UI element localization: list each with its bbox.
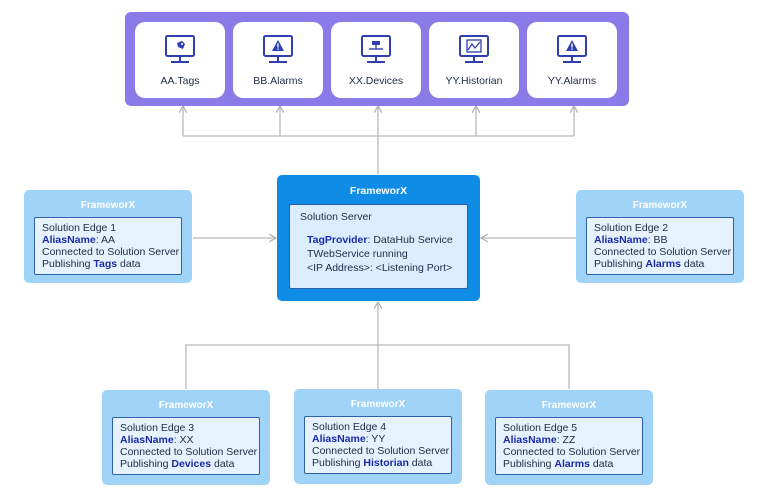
destination-label: XX.Devices	[348, 75, 404, 87]
alias-key: AliasName	[312, 433, 366, 445]
edge-alias: AliasName: ZZ	[503, 434, 635, 446]
tag-monitor-icon	[165, 35, 195, 63]
alias-value: : XX	[173, 434, 194, 446]
edge-details: Solution Edge 1 AliasName: AA Connected …	[34, 217, 182, 275]
edge-publishing: Publishing Historian data	[312, 457, 444, 469]
publishing-prefix: Publishing	[312, 457, 364, 469]
solution-edge-4-box: FrameworX Solution Edge 4 AliasName: YY …	[294, 389, 462, 484]
alias-value: : ZZ	[556, 434, 576, 446]
historian-monitor-icon	[459, 35, 489, 63]
publishing-suffix: data	[589, 458, 614, 470]
edge-name: Solution Edge 4	[312, 421, 387, 433]
alias-key: AliasName	[42, 234, 96, 246]
alias-value: : BB	[647, 234, 668, 246]
edge-title: FrameworX	[350, 399, 406, 410]
alias-key: AliasName	[503, 434, 557, 446]
edge-details: Solution Edge 3 AliasName: XX Connected …	[112, 417, 260, 475]
edge-name: Solution Edge 1	[42, 222, 117, 234]
destination-label: BB.Alarms	[253, 75, 303, 87]
server-service: TWebService running	[307, 248, 408, 260]
publishing-suffix: data	[680, 258, 705, 270]
edge-title: FrameworX	[541, 400, 597, 411]
publishing-prefix: Publishing	[120, 458, 172, 470]
edge-name: Solution Edge 5	[503, 422, 578, 434]
destination-aa-tags: AA.Tags	[135, 22, 225, 98]
alias-key: AliasName	[120, 434, 174, 446]
destination-label: YY.Historian	[445, 75, 503, 87]
publishing-topic: Historian	[363, 457, 409, 469]
edge-publishing: Publishing Tags data	[42, 258, 174, 270]
publishing-suffix: data	[408, 457, 433, 469]
edge-alias: AliasName: BB	[594, 234, 726, 246]
publishing-topic: Alarms	[554, 458, 590, 470]
publishing-topic: Alarms	[645, 258, 681, 270]
server-name: Solution Server	[300, 211, 372, 223]
solution-edge-2-box: FrameworX Solution Edge 2 AliasName: BB …	[576, 190, 744, 283]
edge-title: FrameworX	[632, 200, 688, 211]
provider-key: TagProvider	[307, 234, 368, 246]
provider-value: : DataHub Service	[367, 234, 453, 246]
edge-publishing: Publishing Alarms data	[503, 458, 635, 470]
edge-publishing: Publishing Devices data	[120, 458, 252, 470]
alias-value: : YY	[365, 433, 386, 445]
edge-connection: Connected to Solution Server	[312, 445, 450, 457]
edge-details: Solution Edge 2 AliasName: BB Connected …	[586, 217, 734, 275]
solution-server-box: FrameworX Solution Server TagProvider: D…	[277, 175, 480, 301]
publishing-prefix: Publishing	[594, 258, 646, 270]
alarm-monitor-icon	[557, 35, 587, 63]
destination-label: AA.Tags	[160, 75, 200, 87]
destination-yy-alarms: YY.Alarms	[527, 22, 617, 98]
solution-edge-1-box: FrameworX Solution Edge 1 AliasName: AA …	[24, 190, 192, 283]
server-provider: TagProvider: DataHub Service	[307, 233, 457, 247]
publishing-suffix: data	[211, 458, 235, 470]
edge-details: Solution Edge 5 AliasName: ZZ Connected …	[495, 417, 643, 475]
destination-label: YY.Alarms	[547, 75, 597, 87]
publishing-topic: Tags	[93, 258, 118, 270]
publishing-prefix: Publishing	[42, 258, 94, 270]
edge-alias: AliasName: AA	[42, 234, 174, 246]
edge-alias: AliasName: XX	[120, 434, 252, 446]
alias-key: AliasName	[594, 234, 648, 246]
edge-connection: Connected to Solution Server	[42, 246, 180, 258]
solution-edge-5-box: FrameworX Solution Edge 5 AliasName: ZZ …	[485, 390, 653, 485]
destination-xx-devices: XX.Devices	[331, 22, 421, 98]
edge-connection: Connected to Solution Server	[594, 246, 732, 258]
destination-bb-alarms: BB.Alarms	[233, 22, 323, 98]
devices-monitor-icon	[361, 35, 391, 63]
alias-value: : AA	[95, 234, 115, 246]
edge-title: FrameworX	[80, 200, 136, 211]
edge-details: Solution Edge 4 AliasName: YY Connected …	[304, 416, 452, 474]
publishing-suffix: data	[117, 258, 141, 270]
server-details: Solution Server TagProvider: DataHub Ser…	[289, 204, 468, 289]
edge-name: Solution Edge 2	[594, 222, 669, 234]
alarm-monitor-icon	[263, 35, 293, 63]
edge-name: Solution Edge 3	[120, 422, 195, 434]
publishing-prefix: Publishing	[503, 458, 555, 470]
edge-connection: Connected to Solution Server	[120, 446, 258, 458]
destination-panel: AA.Tags BB.Alarms XX.Devices	[125, 12, 629, 106]
server-title: FrameworX	[349, 185, 408, 197]
edge-alias: AliasName: YY	[312, 433, 444, 445]
publishing-topic: Devices	[171, 458, 212, 470]
destination-yy-historian: YY.Historian	[429, 22, 519, 98]
edge-publishing: Publishing Alarms data	[594, 258, 726, 270]
solution-edge-3-box: FrameworX Solution Edge 3 AliasName: XX …	[102, 390, 270, 485]
server-address: <IP Address>: <Listening Port>	[307, 262, 453, 274]
edge-title: FrameworX	[158, 400, 214, 411]
edge-connection: Connected to Solution Server	[503, 446, 641, 458]
